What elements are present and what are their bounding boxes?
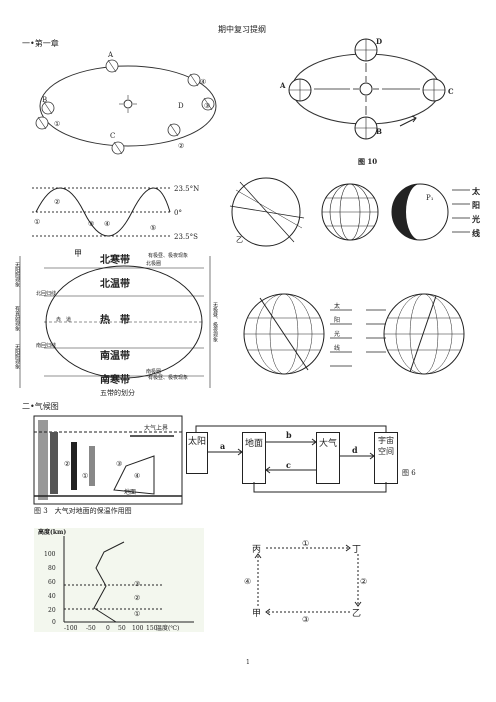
svg-text:地面: 地面	[124, 488, 136, 496]
svg-text:线: 线	[472, 228, 480, 238]
svg-text:60: 60	[48, 579, 56, 586]
lat-0: 0°	[174, 209, 182, 217]
svg-text:20: 20	[48, 607, 56, 614]
svg-text:④: ④	[244, 577, 251, 586]
box-atmosphere: 大气	[316, 432, 340, 484]
svg-text:②: ②	[134, 594, 140, 602]
svg-text:阳: 阳	[334, 316, 340, 324]
svg-text:甲: 甲	[252, 608, 261, 619]
svg-text:光: 光	[334, 330, 340, 338]
greenhouse-diagram: 大气上界 ② ① ③ ④ 地面	[33, 415, 183, 505]
page-number: 1	[246, 659, 250, 666]
svg-text:50: 50	[118, 625, 126, 632]
svg-text:150: 150	[146, 625, 158, 632]
svg-text:太: 太	[471, 186, 481, 196]
cycle-diagram: 丙 丁 甲 乙 ① ② ③ ④	[244, 539, 367, 624]
svg-text:③: ③	[302, 615, 309, 624]
zone-north-frigid: 北寒带	[100, 255, 130, 266]
svg-text:40: 40	[48, 593, 56, 600]
svg-text:②: ②	[54, 198, 60, 206]
temperature-zones-diagram: 甲 北寒带 北温带 热 带 南温带 南寒带 北极圈 北回归线 赤 道 南回归线 …	[14, 249, 218, 397]
svg-text:①: ①	[302, 539, 309, 548]
zone-north-temperate: 北温带	[100, 279, 130, 290]
svg-text:高度(km): 高度(km)	[38, 528, 66, 536]
svg-text:②: ②	[178, 142, 184, 150]
svg-text:a: a	[220, 441, 225, 451]
svg-text:b: b	[286, 430, 292, 440]
box-sun: 太阳	[186, 432, 208, 474]
svg-text:80: 80	[48, 565, 56, 572]
svg-text:光: 光	[471, 214, 480, 224]
svg-text:阳: 阳	[472, 200, 480, 210]
svg-text:B: B	[376, 127, 382, 136]
svg-text:C: C	[448, 87, 454, 96]
section-one-heading: 一•第一章	[22, 39, 59, 48]
svg-text:④: ④	[104, 220, 110, 228]
svg-text:D: D	[178, 102, 184, 110]
right-orbit-diagram: D A C B 图 10	[279, 37, 454, 166]
svg-text:-50: -50	[86, 625, 96, 632]
svg-text:③: ③	[116, 460, 122, 468]
svg-text:③: ③	[88, 220, 94, 228]
svg-text:①: ①	[134, 610, 140, 618]
svg-text:100: 100	[44, 551, 56, 558]
zone-tropical: 热 带	[100, 315, 130, 326]
globe-diagrams: 乙 P₁ 太 阳 光 线	[229, 177, 481, 247]
sun-direct-point-chart: 23.5°N 0° 23.5°S ① ② ③ ④ ⑤	[32, 185, 199, 241]
svg-text:③: ③	[204, 102, 210, 110]
svg-text:B: B	[42, 96, 47, 104]
svg-text:太: 太	[334, 302, 340, 310]
figure-10-caption: 图 10	[358, 157, 377, 166]
svg-text:丙: 丙	[252, 544, 261, 555]
svg-text:0: 0	[106, 625, 110, 632]
svg-text:①: ①	[54, 120, 60, 128]
svg-text:⑤: ⑤	[150, 224, 156, 232]
svg-text:丁: 丁	[352, 545, 361, 555]
svg-text:A: A	[279, 81, 286, 90]
svg-text:线: 线	[334, 344, 340, 352]
svg-text:①: ①	[34, 218, 40, 226]
left-orbit-diagram: A B ① C ② D ④ ③	[35, 51, 217, 155]
lat-23-5-s: 23.5°S	[174, 233, 198, 241]
svg-text:D: D	[376, 37, 382, 46]
figure-6-caption: 图 6	[402, 469, 416, 477]
svg-text:温度(℃): 温度(℃)	[156, 624, 179, 632]
svg-text:④: ④	[134, 472, 140, 480]
svg-text:②: ②	[360, 577, 367, 586]
svg-text:P₁: P₁	[426, 194, 434, 202]
altitude-temp-chart: 高度(km) 0 20 40 60 80 100 -100 -50 0 50 1…	[34, 528, 204, 632]
heat-flow-diagram: 太阳 地面 大气 宇宙空间 a b c d	[186, 422, 406, 504]
svg-text:d: d	[352, 445, 358, 455]
svg-text:大气上界: 大气上界	[144, 424, 168, 432]
orbit-label-a: A	[107, 51, 114, 59]
svg-text:C: C	[110, 132, 115, 140]
zone-south-temperate: 南温带	[100, 351, 130, 362]
zones-caption: 五带的划分	[100, 389, 135, 397]
svg-text:乙: 乙	[236, 236, 243, 244]
svg-text:①: ①	[82, 472, 88, 480]
svg-text:-100: -100	[64, 625, 78, 632]
greenhouse-caption: 图 3 大气对地面的保温作用图	[34, 507, 132, 515]
svg-text:0: 0	[52, 619, 56, 626]
svg-text:乙: 乙	[352, 608, 361, 619]
svg-text:③: ③	[134, 580, 140, 588]
section-two-heading: 二•气候图	[22, 402, 59, 411]
svg-text:c: c	[286, 460, 291, 470]
lat-23-5-n: 23.5°N	[174, 185, 199, 193]
svg-text:④: ④	[200, 78, 206, 86]
svg-text:100: 100	[132, 625, 144, 632]
svg-text:②: ②	[64, 460, 70, 468]
zone-south-frigid: 南寒带	[100, 375, 130, 386]
page-title: 期中复习提纲	[218, 25, 266, 34]
